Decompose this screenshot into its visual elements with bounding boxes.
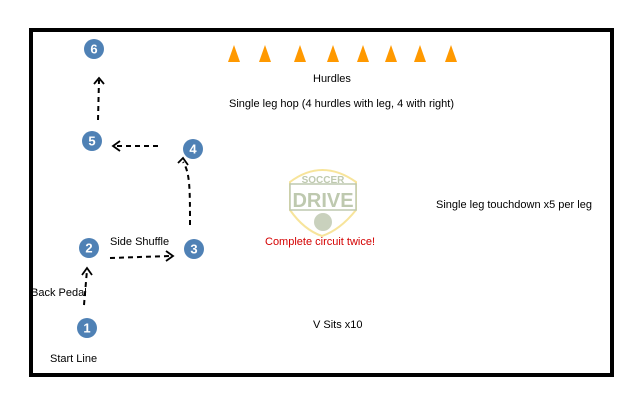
svg-text:6: 6 bbox=[90, 42, 97, 57]
circuit-note: Complete circuit twice! bbox=[265, 236, 376, 248]
svg-text:4: 4 bbox=[189, 142, 197, 157]
cone-5 bbox=[357, 45, 369, 62]
cone-4 bbox=[327, 45, 339, 62]
arrowhead-4 bbox=[177, 156, 189, 166]
cone-6 bbox=[385, 45, 397, 62]
svg-text:5: 5 bbox=[88, 134, 95, 149]
touchdown-instruction: Single leg touchdown x5 per leg bbox=[436, 199, 592, 211]
svg-text:1: 1 bbox=[83, 321, 90, 336]
hurdles-label: Hurdles bbox=[313, 73, 351, 85]
arrowhead-5 bbox=[111, 140, 121, 152]
station-marker-2: 2 bbox=[79, 238, 99, 258]
station-marker-3: 3 bbox=[184, 239, 204, 259]
back-pedal-label: Back Pedal bbox=[31, 287, 87, 299]
station-marker-4: 4 bbox=[183, 139, 203, 159]
field-border bbox=[29, 28, 614, 377]
arrowhead-3 bbox=[165, 250, 175, 262]
soccer-drive-logo: SOCCER DRIVE bbox=[289, 169, 357, 238]
arrow-3-to-4 bbox=[182, 161, 191, 226]
cone-1 bbox=[228, 45, 240, 62]
start-line-label: Start Line bbox=[50, 353, 98, 365]
svg-text:SOCCER: SOCCER bbox=[302, 175, 346, 186]
cone-7 bbox=[414, 45, 426, 62]
svg-text:2: 2 bbox=[85, 241, 92, 256]
hurdle-cones bbox=[228, 45, 457, 62]
hop-instruction: Single leg hop (4 hurdles with leg, 4 wi… bbox=[229, 98, 455, 110]
svg-text:3: 3 bbox=[190, 242, 197, 257]
station-marker-6: 6 bbox=[84, 39, 104, 59]
cone-3 bbox=[294, 45, 306, 62]
arrow-1-to-2 bbox=[83, 269, 88, 306]
station-marker-1: 1 bbox=[77, 318, 97, 338]
vsits-label: V Sits x10 bbox=[313, 319, 363, 331]
svg-text:DRIVE: DRIVE bbox=[292, 190, 353, 212]
arrowhead-2 bbox=[81, 266, 93, 276]
arrow-5-to-6 bbox=[97, 79, 100, 121]
arrowhead-6 bbox=[93, 76, 105, 85]
cone-2 bbox=[259, 45, 271, 62]
arrow-2-to-3 bbox=[109, 255, 171, 259]
cone-8 bbox=[445, 45, 457, 62]
side-shuffle-label: Side Shuffle bbox=[110, 236, 170, 248]
station-marker-5: 5 bbox=[82, 131, 102, 151]
